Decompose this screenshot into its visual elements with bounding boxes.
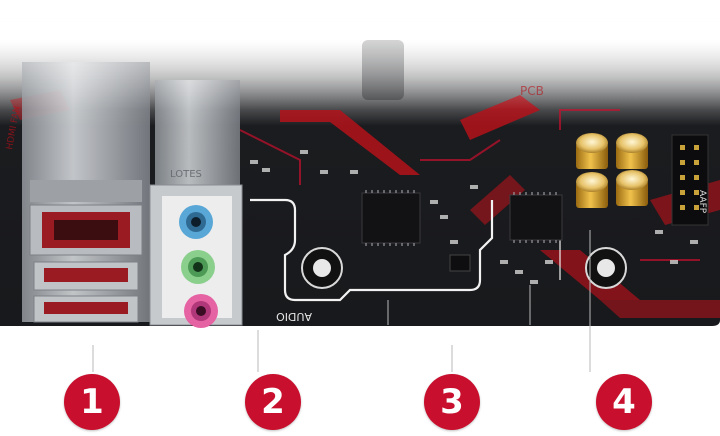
- audio-capacitors: [576, 133, 648, 208]
- pcb-label: PCB: [520, 84, 544, 98]
- callout-leader-lines: [92, 230, 591, 372]
- audio-silkscreen-label: AUDIO: [276, 310, 312, 323]
- callout-badge-3: 3: [424, 374, 480, 430]
- audio-jacks: [179, 205, 218, 328]
- callout-number-4: 4: [612, 382, 636, 422]
- header-label: AAFP: [697, 190, 707, 214]
- callout-number-2: 2: [261, 382, 285, 422]
- callout-number-1: 1: [80, 382, 104, 422]
- callout-badge-4: 4: [596, 374, 652, 430]
- jack-plate-label: LOTES: [170, 169, 202, 180]
- callout-number-3: 3: [440, 382, 464, 422]
- callout-badge-2: 2: [245, 374, 301, 430]
- callout-badge-1: 1: [64, 374, 120, 430]
